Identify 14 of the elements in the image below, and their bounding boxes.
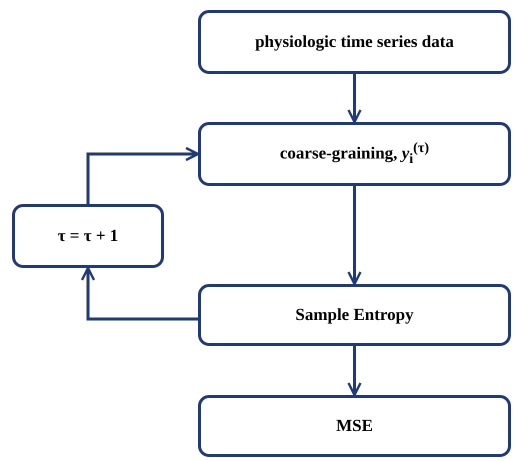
process-box — [198, 122, 511, 186]
process-box — [198, 284, 511, 346]
arrow — [347, 74, 362, 124]
arrow — [347, 186, 362, 286]
box-label: physiologic time series data — [255, 32, 454, 52]
arrow — [80, 266, 198, 320]
box-label: τ = τ + 1 — [58, 226, 118, 246]
box-label: Sample Entropy — [295, 305, 414, 325]
process-box — [198, 395, 511, 457]
arrow — [86, 146, 200, 204]
process-box — [198, 10, 511, 74]
process-box — [12, 204, 164, 268]
box-label: MSE — [336, 416, 373, 436]
arrow — [347, 346, 362, 396]
